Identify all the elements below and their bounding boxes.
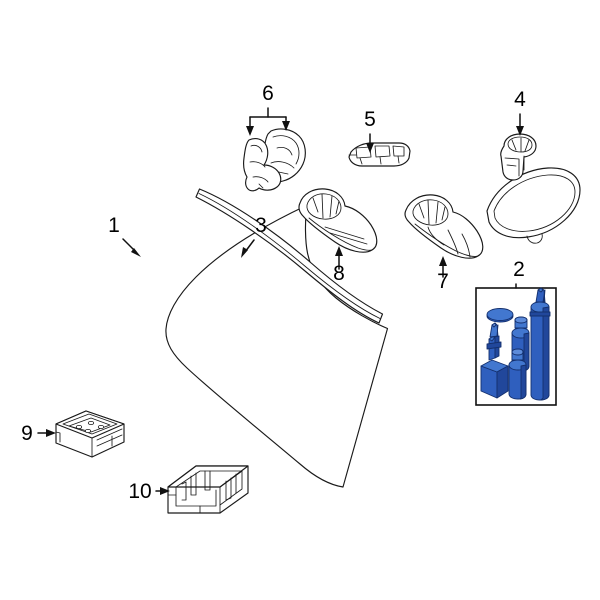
callout-10: 10	[128, 480, 170, 503]
part-adhesive-kit	[475, 287, 557, 406]
callout-7: 7	[437, 256, 449, 293]
callout-8: 8	[333, 246, 345, 285]
callout-2: 2	[513, 258, 525, 289]
callout-number-8: 8	[333, 262, 345, 285]
part-mirror-trim-cover-upper	[404, 194, 484, 259]
callout-3: 3	[241, 214, 267, 258]
part-control-module	[55, 410, 125, 458]
callout-number-9: 9	[21, 422, 33, 445]
callout-1: 1	[108, 214, 141, 257]
part-mirror-cover-set	[243, 128, 306, 192]
callout-number-6: 6	[262, 82, 274, 105]
callout-number-10: 10	[128, 480, 151, 503]
callout-number-3: 3	[255, 214, 267, 237]
callout-4: 4	[514, 88, 526, 136]
callout-5: 5	[364, 108, 376, 153]
part-upper-molding	[195, 188, 384, 324]
callout-9: 9	[21, 422, 56, 445]
callout-number-7: 7	[437, 270, 449, 293]
callout-6: 6	[246, 82, 290, 136]
part-module-bracket-housing	[167, 465, 249, 514]
part-sensor-bracket	[348, 142, 411, 167]
callout-number-5: 5	[364, 108, 376, 131]
part-rear-view-mirror	[486, 133, 581, 244]
callout-number-4: 4	[514, 88, 526, 111]
callout-number-2: 2	[513, 258, 525, 281]
part-mirror-trim-cover-lower	[298, 188, 378, 253]
callout-number-1: 1	[108, 214, 120, 237]
